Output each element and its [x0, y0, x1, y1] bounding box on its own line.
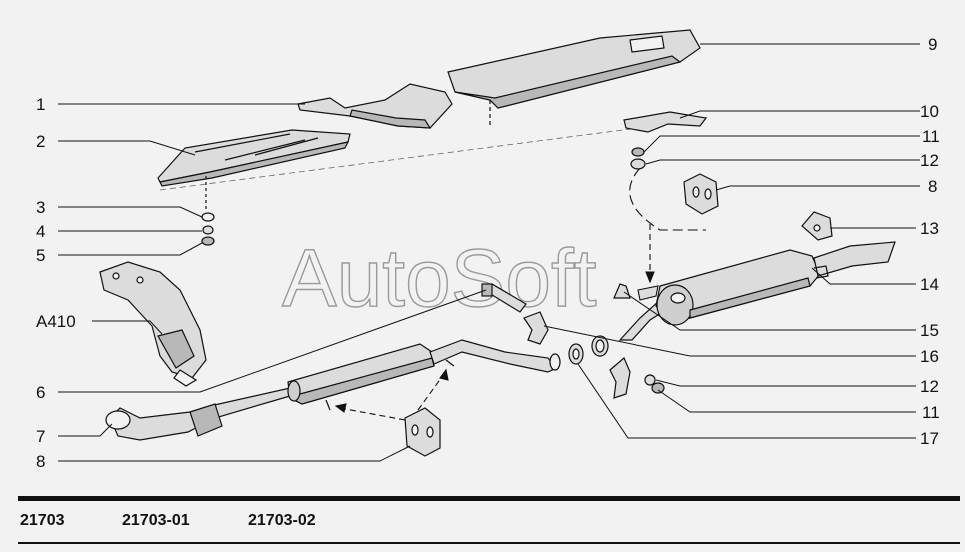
callout-11-lower: 11	[922, 403, 940, 422]
washer-stack-3-4-5	[201, 212, 215, 246]
rubber-bush-15	[613, 283, 631, 299]
clamp-16-upper	[523, 311, 549, 345]
callout-13: 13	[920, 219, 939, 238]
callout-12-lower: 12	[920, 377, 939, 396]
bolt-6	[481, 283, 527, 313]
callout-4: 4	[36, 222, 45, 241]
main-muffler-14	[618, 241, 896, 341]
callout-10: 10	[920, 102, 939, 121]
front-exhaust-pipe-7	[105, 339, 561, 441]
hanger-arrows	[334, 368, 449, 421]
footer-bottom-rule	[18, 542, 960, 544]
heat-shield-2	[157, 129, 351, 212]
callout-labels: 1 2 3 4 5 A410 6 7 8 9 10 11 12 8 13 14 …	[36, 35, 940, 471]
callout-6: 6	[36, 383, 45, 402]
bracket-10	[623, 111, 708, 170]
exhaust-manifold-a410	[99, 261, 207, 387]
callout-9: 9	[928, 35, 937, 54]
heat-shield-1	[297, 83, 453, 129]
nut-washer-lower	[644, 374, 665, 394]
callout-11-upper: 11	[922, 127, 940, 146]
footer-top-rule	[18, 496, 960, 501]
callout-8-left: 8	[36, 452, 45, 471]
callout-3: 3	[36, 198, 45, 217]
callout-14: 14	[920, 275, 939, 294]
watermark-text: AutoSoft	[282, 233, 597, 324]
callout-15: 15	[920, 321, 939, 340]
rubber-mount-13	[801, 211, 833, 241]
model-code-3: 21703-02	[248, 512, 316, 529]
callout-17: 17	[920, 429, 939, 448]
callout-7: 7	[36, 427, 45, 446]
rubber-hanger-8-lower	[404, 407, 441, 457]
rubber-hanger-8-upper	[683, 173, 719, 215]
heat-shield-9	[447, 29, 701, 128]
model-code-1: 21703	[20, 512, 65, 529]
callout-5: 5	[36, 246, 45, 265]
muffler-dashed-guide	[629, 167, 706, 301]
model-code-2: 21703-01	[122, 512, 190, 529]
sealing-ring-17	[568, 335, 609, 365]
clamp-16-lower	[609, 357, 631, 399]
callout-16: 16	[920, 347, 939, 366]
callout-a410: A410	[36, 312, 76, 331]
callout-8-right: 8	[928, 177, 937, 196]
callout-12-upper: 12	[920, 151, 939, 170]
callout-1: 1	[36, 95, 45, 114]
callout-2: 2	[36, 132, 45, 151]
leader-lines	[58, 43, 920, 462]
